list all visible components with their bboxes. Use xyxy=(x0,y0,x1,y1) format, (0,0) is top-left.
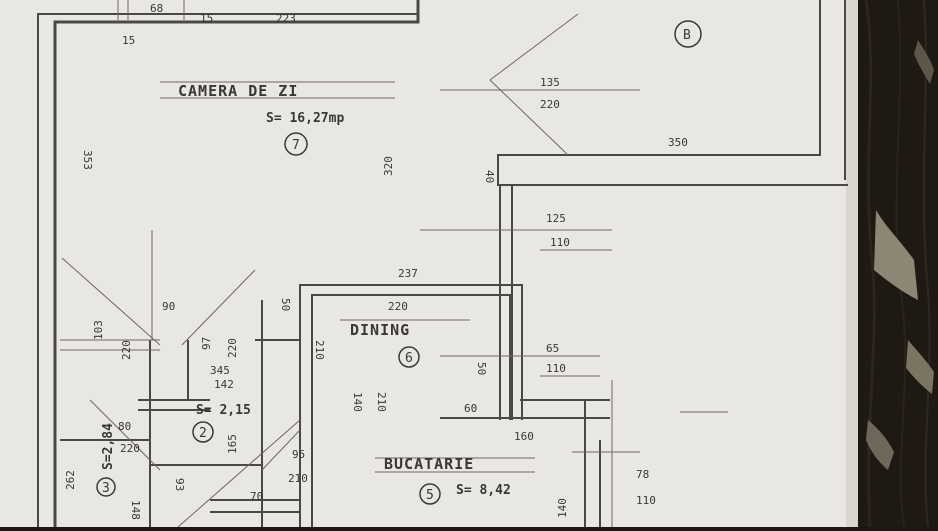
room-name-dining: DINING xyxy=(350,321,410,339)
dimension-label: 78 xyxy=(636,468,649,481)
dimension-label: 220 xyxy=(540,98,560,111)
dimension-label: 135 xyxy=(540,76,560,89)
dimension-label: 15 xyxy=(200,12,213,25)
room-area-bucatarie: S= 8,42 xyxy=(456,483,511,498)
dimension-label: 40 xyxy=(483,170,496,183)
dimension-label: 165 xyxy=(226,434,239,454)
section-marker-b: B xyxy=(674,20,702,48)
svg-text:6: 6 xyxy=(405,351,413,366)
dimension-label: 65 xyxy=(546,342,559,355)
dimension-label: 70 xyxy=(250,490,263,503)
svg-text:3: 3 xyxy=(102,481,110,496)
room-name-bucatarie: BUCATARIE xyxy=(384,455,474,473)
dimension-label: 350 xyxy=(668,136,688,149)
dimension-label: 237 xyxy=(398,267,418,280)
dimension-label: 68 xyxy=(150,2,163,15)
dimension-label: 210 xyxy=(313,340,326,360)
dimension-label: 223 xyxy=(276,12,296,25)
dimension-label: 125 xyxy=(546,212,566,225)
room-number-3: 3 xyxy=(96,477,116,497)
room-number-camera-de-zi: 7 xyxy=(284,132,308,156)
svg-text:2: 2 xyxy=(199,426,207,441)
room-number-2: 2 xyxy=(192,421,214,443)
dimension-label: 80 xyxy=(118,420,131,433)
dimension-label: 90 xyxy=(162,300,175,313)
room-area-3: S=2,84 xyxy=(101,423,116,470)
dimension-label: 140 xyxy=(351,392,364,412)
dimension-label: 345 xyxy=(210,364,230,377)
dimension-label: 50 xyxy=(475,362,488,375)
room-number-bucatarie: 5 xyxy=(419,483,441,505)
dimension-label: 220 xyxy=(226,338,239,358)
wood-texture xyxy=(858,0,938,528)
dimension-label: 220 xyxy=(388,300,408,313)
dimension-label: 210 xyxy=(375,392,388,412)
dimension-label: 15 xyxy=(122,34,135,47)
dimension-label: 148 xyxy=(129,500,142,520)
room-name-camera-de-zi: CAMERA DE ZI xyxy=(178,82,298,100)
floor-plan-drawing: CAMERA DE ZI S= 16,27mp 7 DINING 6 BUCAT… xyxy=(37,0,858,528)
dimension-label: 220 xyxy=(120,442,140,455)
svg-text:5: 5 xyxy=(426,488,434,503)
dimension-label: 220 xyxy=(120,340,133,360)
room-area-2: S= 2,15 xyxy=(196,403,251,418)
dimension-label: 110 xyxy=(636,494,656,507)
dimension-label: 160 xyxy=(514,430,534,443)
room-area-camera-de-zi: S= 16,27mp xyxy=(266,111,344,126)
floor-plan-sheet: CAMERA DE ZI S= 16,27mp 7 DINING 6 BUCAT… xyxy=(0,0,858,528)
dimension-label: 353 xyxy=(81,150,94,170)
dimension-label: 210 xyxy=(288,472,308,485)
dimension-label: 110 xyxy=(546,362,566,375)
room-number-dining: 6 xyxy=(398,346,420,368)
dimension-label: 95 xyxy=(292,448,305,461)
svg-text:B: B xyxy=(683,28,691,43)
dimension-label: 93 xyxy=(173,478,186,491)
dimension-label: 140 xyxy=(556,498,569,518)
dimension-label: 262 xyxy=(64,470,77,490)
svg-text:7: 7 xyxy=(292,138,300,153)
dimension-label: 110 xyxy=(550,236,570,249)
dimension-label: 97 xyxy=(200,337,213,350)
dimension-label: 142 xyxy=(214,378,234,391)
dimension-label: 320 xyxy=(382,156,395,176)
dimension-label: 50 xyxy=(279,298,292,311)
dimension-label: 60 xyxy=(464,402,477,415)
wooden-table-background xyxy=(858,0,938,528)
dimension-label: 103 xyxy=(92,320,105,340)
